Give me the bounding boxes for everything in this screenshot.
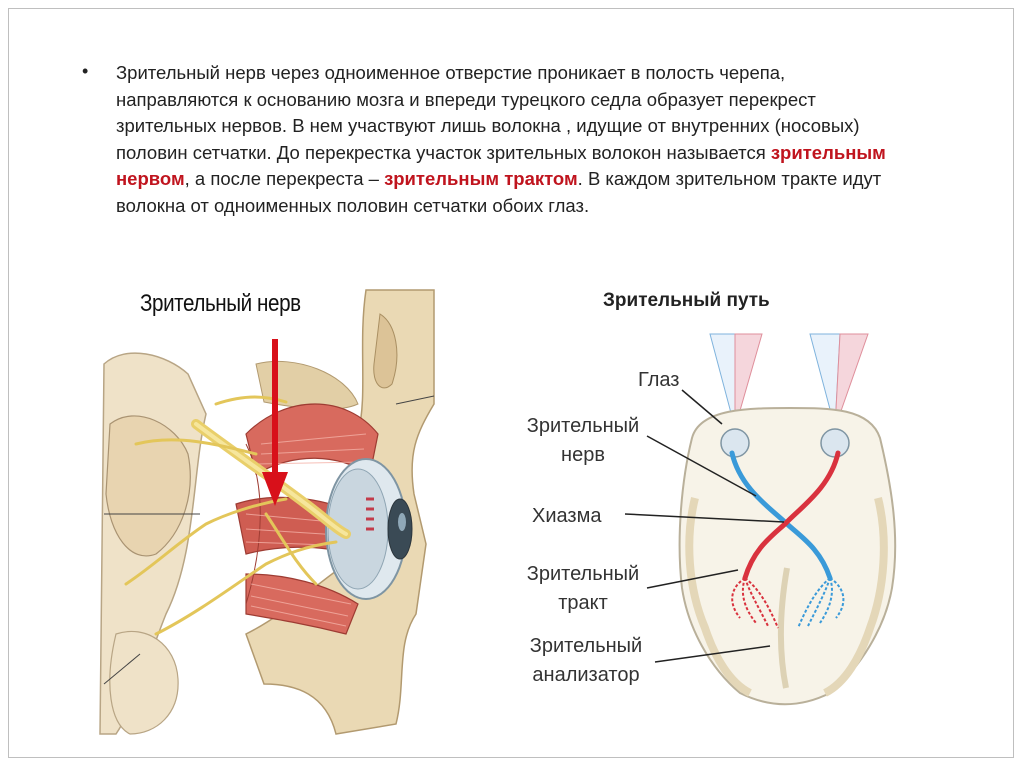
bullet-marker: • bbox=[82, 61, 89, 81]
label-analyzer-line-2: анализатор bbox=[532, 664, 640, 686]
label-optic-tract-line-2: тракт bbox=[558, 592, 608, 614]
label-optic-tract: Зрительный тракт bbox=[508, 560, 658, 618]
label-visual-analyzer: Зрительный анализатор bbox=[508, 632, 664, 690]
label-optic-nerve: Зрительный нерв bbox=[508, 412, 658, 470]
pathway-title: Зрительный путь bbox=[603, 290, 770, 311]
pathway-diagram bbox=[624, 333, 897, 706]
term-optic-nerve: зрительным нервом bbox=[116, 141, 886, 190]
pathway-figure: Зрительный путь bbox=[500, 288, 900, 718]
paragraph-part-1: Зрительный нерв через одноименное отверс… bbox=[116, 62, 860, 163]
label-optic-tract-line-1: Зрительный bbox=[526, 563, 640, 585]
label-optic-nerve-line-2: нерв bbox=[561, 444, 605, 466]
anatomy-figure: Зрительный нерв bbox=[96, 284, 440, 744]
paragraph-part-2: , а после перекреста – bbox=[184, 168, 385, 189]
orbit-illustration bbox=[99, 289, 435, 735]
label-eye: Глаз bbox=[638, 369, 680, 391]
body-paragraph: Зрительный нерв через одноименное отверс… bbox=[116, 60, 912, 219]
term-optic-tract: зрительным трактом bbox=[384, 168, 578, 189]
anatomy-label-optic-nerve: Зрительный нерв bbox=[140, 290, 301, 317]
paragraph-part-3: . В каждом зрительном тракте идут волокн… bbox=[116, 168, 882, 216]
pointer-arrow bbox=[262, 339, 288, 506]
label-chiasm: Хиазма bbox=[532, 505, 602, 527]
label-optic-nerve-line-1: Зрительный bbox=[526, 415, 640, 437]
slide-frame bbox=[8, 8, 1014, 758]
text-block: • Зрительный нерв через одноименное отве… bbox=[82, 60, 912, 219]
label-analyzer-line-1: Зрительный bbox=[529, 635, 643, 657]
